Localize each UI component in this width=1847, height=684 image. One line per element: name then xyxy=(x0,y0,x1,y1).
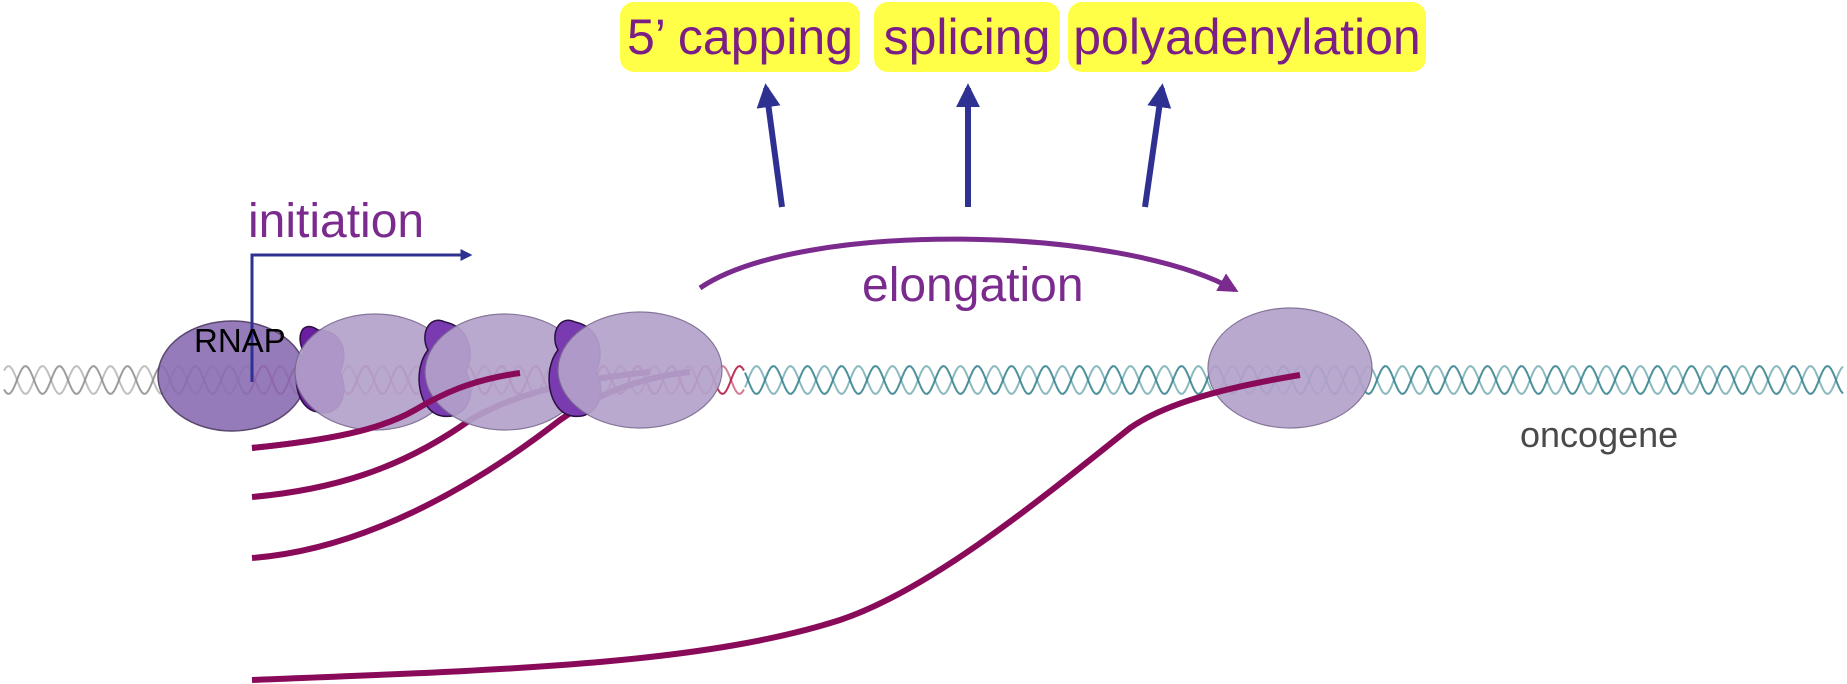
up-arrow-icon xyxy=(1142,83,1172,208)
rnap-complexes xyxy=(157,303,1373,683)
label-rnap: RNAP xyxy=(194,322,286,359)
long-rna-transcript xyxy=(251,372,1301,683)
nascent-rna-strand xyxy=(251,370,521,451)
up-arrow-icon xyxy=(756,83,785,208)
tss-arrow-icon xyxy=(250,249,473,382)
rnap-complex-elongating xyxy=(1207,307,1373,429)
label-initiation: initiation xyxy=(248,195,425,248)
label-oncogene: oncogene xyxy=(1520,414,1679,455)
tag-5-capping: 5’ capping xyxy=(620,2,860,72)
label-elongation: elongation xyxy=(862,259,1084,312)
tag-splicing: splicing xyxy=(874,2,1060,72)
tag-polyadenylation: polyadenylation xyxy=(1068,2,1426,72)
elongation-arrow-icon xyxy=(698,236,1239,293)
rnap-complex xyxy=(557,311,723,429)
